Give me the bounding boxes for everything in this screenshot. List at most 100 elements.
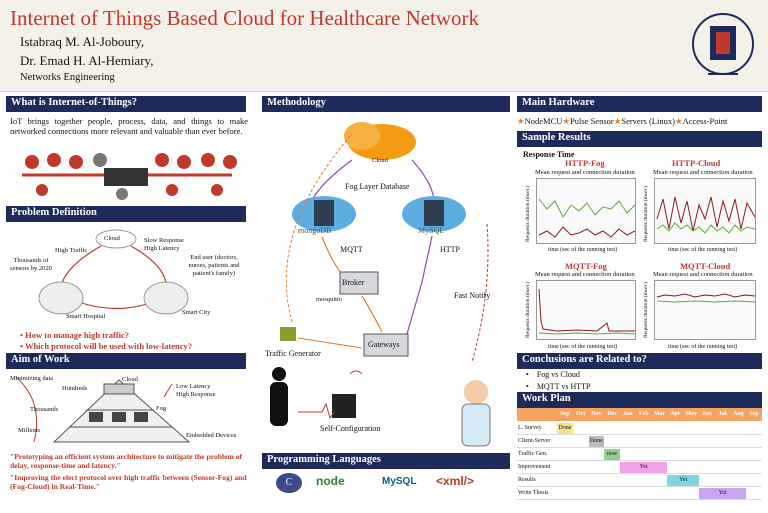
- method-notify-label: Fast Notify: [454, 291, 491, 300]
- chart-mqtt-fog-subtitle: Mean request and connection duration: [535, 271, 635, 278]
- aim-latency-label: Low Latency: [176, 383, 211, 390]
- chart-http-cloud-subtitle: Mean request and connection duration: [653, 169, 753, 176]
- gantt-task-label: Traffic Gen.: [518, 451, 548, 457]
- chart-mqtt-cloud: [654, 280, 756, 340]
- chart-http-fog-ylabel: Requests duration (msec): [525, 186, 531, 242]
- department: Networks Engineering: [20, 72, 115, 83]
- results-heading: Sample Results: [517, 131, 762, 147]
- conclusion-item-1: • Fog vs Cloud: [526, 370, 580, 379]
- aim-quote-2: "Improving the elect protocol over high …: [10, 473, 247, 491]
- problem-slow-label: Slow Response: [144, 237, 184, 244]
- gantt-month: Sep: [749, 411, 759, 417]
- languages-heading: Programming Languages: [262, 453, 510, 469]
- iot-body: IoT brings together people, process, dat…: [10, 116, 248, 136]
- university-logo: [692, 13, 754, 75]
- author-1: Istabraq M. Al-Joboury,: [20, 34, 145, 49]
- problem-question-1-text: How to manage high traffic?: [25, 330, 129, 340]
- gantt-row: Traffic Gen. now: [517, 448, 762, 461]
- chart-http-cloud: [654, 178, 756, 244]
- aim-hundreds-label: Hundreds: [62, 385, 88, 392]
- gantt-month: Jun: [701, 411, 712, 417]
- hardware-item-4: Access-Point: [682, 116, 728, 126]
- gantt-month: Oct: [575, 411, 586, 417]
- method-trafficgen-label: Traffic Generator: [265, 349, 321, 358]
- poster-title: Internet of Things Based Cloud for Healt…: [10, 6, 480, 30]
- problem-sensors-label: Thousands of sensors by 2020: [10, 257, 52, 272]
- problem-question-1: • How to manage high traffic?: [20, 330, 129, 340]
- aim-embedded-label: Embedded Devices: [186, 432, 237, 439]
- gantt-task-bar: now: [604, 449, 621, 460]
- hardware-item-2: Pulse Sensor: [570, 116, 614, 126]
- gantt-month: Jan: [623, 411, 633, 417]
- chart-http-fog: [536, 178, 636, 244]
- iot-heading: What is Internet-of-Things?: [6, 96, 246, 112]
- results-subheading: Response Time: [523, 150, 575, 159]
- star-icon: ★: [517, 116, 525, 126]
- conclusion-item-2-text: MQTT vs HTTP: [536, 382, 591, 391]
- methodology-diagram: [270, 122, 491, 447]
- aim-fog-label: Fog: [156, 405, 167, 412]
- chart-http-cloud-ylabel: Requests duration (msec): [643, 186, 649, 242]
- problem-cloud-label: Cloud: [104, 235, 120, 242]
- hardware-heading: Main Hardware: [517, 96, 762, 112]
- conclusions-heading: Conclusions are Related to?: [517, 353, 762, 369]
- author-2: Dr. Emad H. Al-Hemiary,: [20, 53, 154, 68]
- mysql-logo: MySQL: [382, 476, 417, 487]
- gantt-task-label: Results: [518, 477, 536, 483]
- chart-http-fog-subtitle: Mean request and connection duration: [535, 169, 635, 176]
- node-logo: node: [316, 474, 345, 488]
- star-icon: ★: [613, 116, 622, 126]
- chart-http-fog-title: HTTP-Fog: [565, 158, 605, 168]
- method-cloud-label: Cloud: [372, 157, 388, 164]
- gantt-row: Results Yet: [517, 474, 762, 487]
- method-mqtt-label: MQTT: [340, 245, 363, 254]
- problem-question-2-text: Which protocol will be used with low-lat…: [24, 341, 192, 351]
- problem-heading: Problem Definition: [6, 206, 246, 222]
- problem-question-2: • Which protocol will be used with low-l…: [20, 341, 192, 351]
- gantt-month: Dec: [607, 411, 618, 417]
- aim-pyramid: [15, 376, 191, 443]
- star-icon: ★: [674, 116, 683, 126]
- chart-mqtt-cloud-xlabel: time (sec of the running test): [668, 344, 738, 350]
- chart-mqtt-fog-ylabel: Requests duration (msec): [525, 282, 531, 338]
- gantt-task-label: Improvement: [518, 464, 551, 470]
- gantt-task-bar: Yet: [698, 488, 747, 499]
- chart-mqtt-cloud-ylabel: Requests duration (msec): [643, 282, 649, 338]
- method-broker-label: Broker: [342, 278, 365, 287]
- gantt-task-bar: Done: [588, 436, 605, 447]
- chart-http-cloud-xlabel: time (sec of the running test): [668, 247, 738, 253]
- chart-http-cloud-title: HTTP-Cloud: [672, 158, 721, 168]
- method-http-label: HTTP: [440, 245, 460, 254]
- xml-logo: <xml/>: [436, 474, 475, 488]
- gantt-row: Improvement Yet: [517, 461, 762, 474]
- aim-heading: Aim of Work: [6, 353, 246, 369]
- problem-enduser-label: End user (doctors, nurses, patients and …: [188, 254, 240, 277]
- gantt-month: Nov: [591, 411, 602, 417]
- method-fogdb-label: Fog Layer Database: [345, 182, 410, 191]
- hardware-item-3: Servers (Linux): [621, 116, 675, 126]
- problem-city-label: Smart City: [182, 309, 211, 316]
- poster-header: Internet of Things Based Cloud for Healt…: [0, 0, 768, 92]
- workplan-heading: Work Plan: [517, 392, 762, 408]
- iot-illustration: [22, 153, 237, 200]
- chart-mqtt-fog-xlabel: time (sec of the running test): [548, 344, 618, 350]
- c-logo: C: [276, 473, 302, 493]
- chart-http-fog-xlabel: time (sec of the running test): [548, 247, 618, 253]
- gantt-task-bar: Yet: [667, 475, 699, 486]
- gantt-task-label: Write Thesis: [518, 490, 549, 496]
- gantt-task-label: Client-Server: [518, 438, 551, 444]
- aim-quote-1: "Prototyping an efficient system archite…: [10, 452, 243, 470]
- chart-mqtt-cloud-subtitle: Mean request and connection duration: [653, 271, 753, 278]
- conclusion-item-1-text: Fog vs Cloud: [536, 370, 580, 379]
- problem-diagram: [38, 229, 189, 315]
- gantt-month: Sep: [560, 411, 570, 417]
- gantt-task-bar: Yet: [620, 462, 668, 473]
- aim-minimizing-label: Minimizing data: [10, 375, 54, 382]
- gantt-month: May: [685, 411, 697, 417]
- aim-thousands-label: Thousands: [30, 406, 59, 413]
- chart-mqtt-fog-title: MQTT-Fog: [565, 261, 607, 271]
- hardware-item-1: NodeMCU: [524, 116, 563, 126]
- method-gateways-label: Gateways: [368, 340, 400, 349]
